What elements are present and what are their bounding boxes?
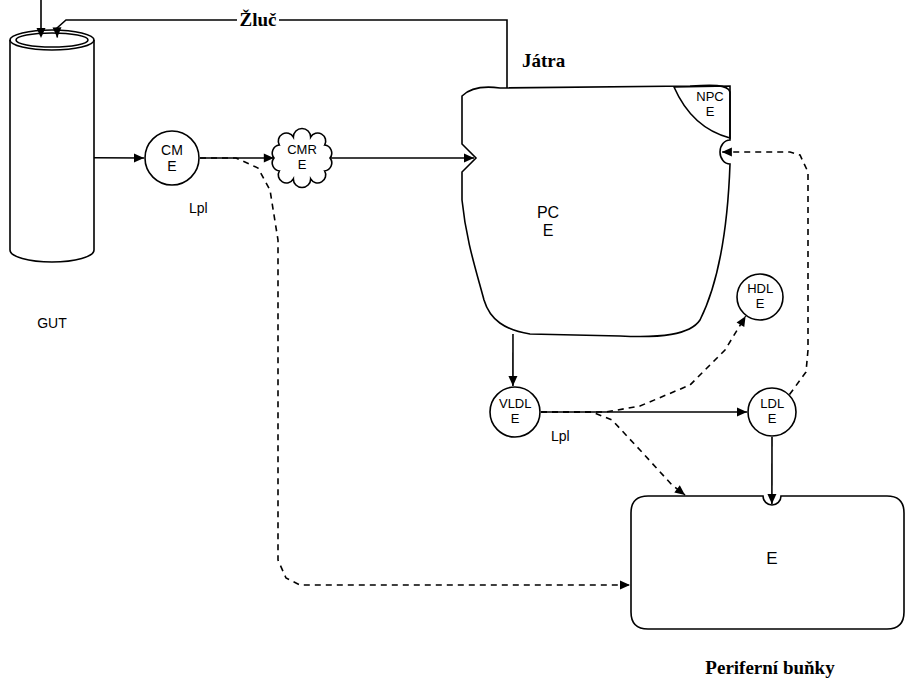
flow-arrow	[767, 437, 776, 504]
lipoprotein-circle: CM E	[144, 130, 200, 186]
node-label: GUT	[37, 315, 67, 331]
flow-arrow	[541, 408, 747, 417]
gut-cylinder: GUT	[8, 28, 96, 264]
edge-label: Lpl	[548, 428, 573, 444]
node-label: CM E	[161, 142, 183, 174]
lipoprotein-circle: HDL E	[736, 273, 784, 321]
node-label: Játra	[522, 50, 565, 72]
gut-outline	[8, 28, 96, 264]
dashed-flow-arrow	[541, 412, 685, 495]
lipoprotein-circle: LDL E	[747, 387, 797, 437]
liver-outline	[450, 80, 735, 340]
node-label: HDL E	[747, 282, 773, 312]
dashed-flow-arrow	[722, 148, 808, 395]
edge-label: Žluč	[237, 9, 280, 31]
dashed-flow-arrow	[541, 316, 746, 412]
dashed-flow-arrow	[200, 158, 630, 590]
peripheral-cell: EPeriferní buňky	[630, 495, 905, 630]
edge-label: Lpl	[186, 200, 211, 216]
flow-arrow	[330, 154, 474, 163]
flow-arrow	[52, 20, 507, 88]
node-label: E	[766, 549, 777, 569]
npc-triangle: NPC E	[674, 86, 730, 138]
remnant-cloud: CMR E	[270, 132, 334, 184]
node-text: Periferní buňky	[705, 657, 834, 679]
node-label: CMR E	[287, 143, 317, 173]
flow-arrow	[94, 153, 144, 162]
node-label: LDL E	[760, 397, 783, 427]
lipoprotein-circle: VLDL E	[489, 386, 541, 438]
node-label: VLDL E	[499, 397, 531, 427]
flow-arrow	[508, 334, 517, 386]
liver-organ: NPC EJátraPC E	[450, 80, 735, 340]
node-label: NPC E	[696, 90, 723, 120]
node-text: PC E	[537, 204, 559, 241]
